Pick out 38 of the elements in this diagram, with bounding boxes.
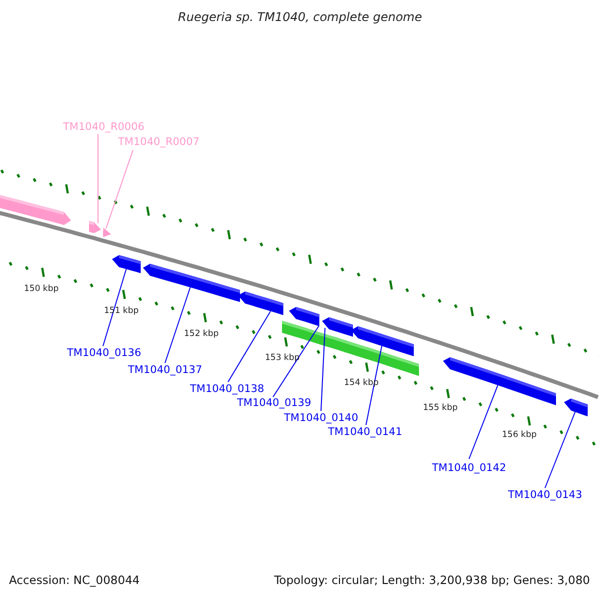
title: Ruegeria sp. TM1040, complete genome [177, 11, 423, 23]
leader-line [272, 326, 320, 398]
gene-label: TM1040_0142 [432, 463, 506, 474]
leader-line [106, 150, 134, 229]
scale-label: 152 kbp [184, 330, 219, 338]
gene-label: TM1040_0139 [237, 398, 312, 408]
gene-label: TM1040_0136 [67, 348, 142, 358]
gene-label: TM1040_R0007 [118, 137, 200, 148]
gene-feature [564, 398, 588, 416]
gene-feature [103, 228, 111, 237]
gene-feature [89, 220, 101, 234]
gene-feature [143, 264, 240, 302]
leader-line [164, 286, 191, 364]
gene-label: TM1040_0137 [128, 365, 202, 376]
leader-line [228, 310, 271, 382]
gene-block [282, 320, 347, 353]
gene-feature [289, 307, 320, 326]
gene-feature [0, 193, 71, 225]
gene-feature [443, 357, 556, 406]
scale-label: 155 kbp [423, 404, 458, 413]
leader-line [366, 345, 382, 426]
leader-line [544, 412, 576, 488]
gene-feature [238, 292, 284, 316]
gene-feature [112, 255, 141, 274]
gene-label: TM1040_0140 [284, 413, 358, 424]
gene-label: TM1040_0141 [328, 427, 402, 438]
gene-label: TM1040_0143 [508, 490, 582, 500]
gene-label: TM1040_R0006 [63, 122, 144, 132]
leader-line [320, 327, 326, 412]
gene-feature [322, 317, 353, 337]
gene-label: TM1040_0138 [190, 384, 264, 394]
scale-label: 156 kbp [502, 430, 537, 440]
leader-line [468, 384, 498, 460]
scale-label: 150 kbp [24, 285, 59, 294]
footer-text: Accession: NC_008044 [9, 575, 140, 586]
footer-text: Topology: circular; Length: 3,200,938 bp; Genes: 3,080 [274, 575, 590, 586]
leader-line [102, 268, 127, 346]
gene-block [344, 340, 419, 376]
